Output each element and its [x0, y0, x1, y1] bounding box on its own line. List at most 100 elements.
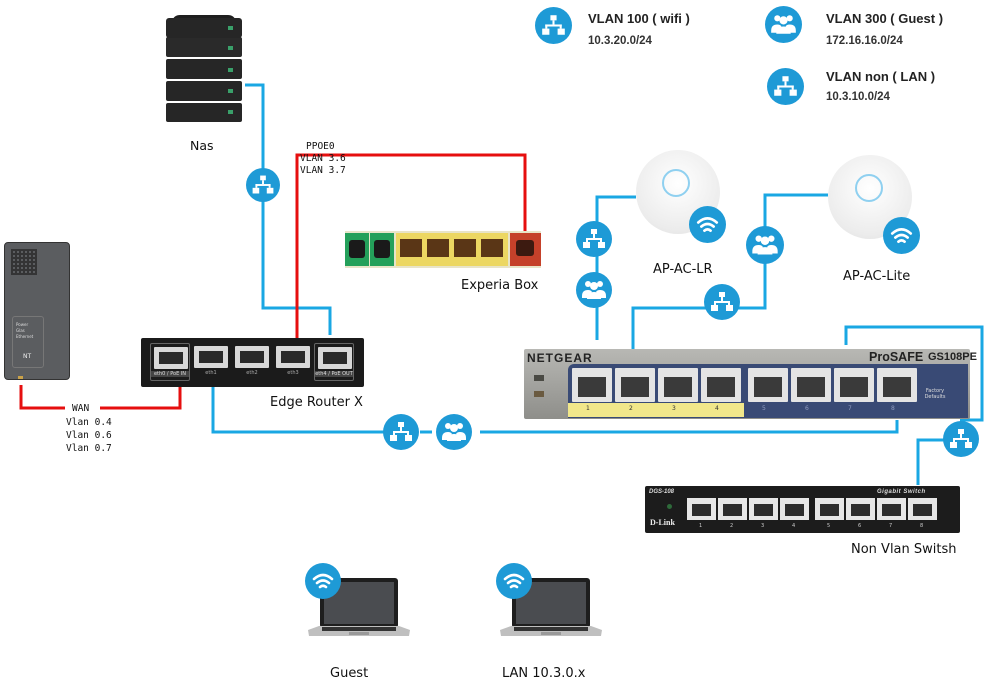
- network-icon: [576, 221, 612, 257]
- led-power: Power: [16, 322, 29, 327]
- legend-vlannon-title: VLAN non ( LAN ): [826, 69, 936, 84]
- network-icon: [383, 414, 419, 450]
- wifi-icon: [305, 563, 341, 599]
- port-number: 7: [848, 405, 852, 412]
- nt-led-panel: Power Glas Ethernet NT: [12, 316, 44, 368]
- ap-ac-lr-label: AP-AC-LR: [653, 262, 713, 277]
- port-label: eth3: [287, 370, 299, 376]
- wifi-icon: [883, 217, 920, 254]
- legend-vlan100-title: VLAN 100 ( wifi ): [588, 11, 690, 26]
- wan-port: [510, 233, 541, 266]
- ap-led-ring: [662, 169, 690, 197]
- ethernet-port[interactable]: eth0 / PoE IN: [150, 343, 190, 381]
- edge-router-x[interactable]: eth0 / PoE IN eth1 eth2 eth3 eth4 / PoE OUT: [141, 338, 364, 387]
- nas-device[interactable]: [166, 15, 242, 122]
- poe-zone: [568, 403, 744, 417]
- network-icon: [246, 168, 280, 202]
- dlink-tag: Gigabit Switch: [877, 489, 926, 495]
- network-icon: [704, 284, 740, 320]
- port-opening: [754, 377, 782, 397]
- port-opening: [882, 504, 901, 516]
- network-icon: [767, 68, 804, 105]
- port-opening: [851, 504, 870, 516]
- dlink-brand: D-Link: [650, 518, 675, 527]
- nt-label: NT: [23, 353, 32, 360]
- lan-ports: [396, 233, 508, 266]
- port-number: 6: [805, 405, 809, 412]
- wire-wan-right: [100, 385, 182, 410]
- port-number: 2: [629, 405, 633, 412]
- port-opening: [707, 377, 735, 397]
- experia-box[interactable]: [345, 231, 541, 268]
- nas-label: Nas: [190, 138, 214, 153]
- wire-router-netgear: [211, 380, 385, 434]
- port-opening: [199, 351, 223, 363]
- port-number: 2: [730, 523, 734, 529]
- wire-nas-router: [245, 83, 332, 335]
- legend-vlan300-subnet: 172.16.16.0/24: [826, 35, 903, 47]
- ethernet-port[interactable]: eth2: [235, 346, 269, 378]
- nt-modem[interactable]: Power Glas Ethernet NT: [4, 242, 70, 380]
- port-opening: [281, 351, 305, 363]
- port-opening: [240, 351, 264, 363]
- port-label: eth4 / PoE OUT: [315, 371, 353, 377]
- edge-router-label: Edge Router X: [270, 395, 363, 410]
- led-ethernet: Ethernet: [16, 334, 34, 339]
- wifi-icon: [689, 206, 726, 243]
- port-opening: [754, 504, 773, 516]
- port-opening: [578, 377, 606, 397]
- experia-box-label: Experia Box: [461, 278, 539, 293]
- ethernet-port[interactable]: eth1: [194, 346, 228, 378]
- wire-aplite-netgear: [631, 193, 828, 365]
- port-number: 7: [889, 523, 893, 529]
- users-icon: [576, 272, 612, 308]
- port-opening: [797, 377, 825, 397]
- laptop-lan-label: LAN 10.3.0.x: [502, 666, 586, 681]
- ap-ac-lite-label: AP-AC-Lite: [843, 269, 911, 284]
- network-icon: [943, 421, 979, 457]
- legend-vlan300-title: VLAN 300 ( Guest ): [826, 11, 944, 26]
- ethernet-port[interactable]: eth3: [276, 346, 310, 378]
- laptop-guest-label: Guest: [330, 666, 369, 681]
- wire-aplr-netgear: [595, 195, 636, 340]
- port-opening: [664, 377, 692, 397]
- dlink-label: Non Vlan Switsh: [851, 542, 957, 557]
- port-opening: [785, 504, 804, 516]
- netgear-series: ProSAFE: [869, 350, 924, 364]
- port-number: 1: [699, 523, 703, 529]
- factory-defaults-button[interactable]: Factory Defaults: [924, 388, 946, 400]
- port-number: 8: [920, 523, 924, 529]
- phone-port: [345, 233, 369, 266]
- phone-port: [370, 233, 394, 266]
- ap-led-ring: [855, 174, 883, 202]
- port-number: 3: [672, 405, 676, 412]
- port-opening: [159, 352, 183, 364]
- port-opening: [323, 352, 347, 364]
- nt-port: [18, 376, 23, 379]
- server-stack-icon: [166, 15, 242, 122]
- port-label: eth1: [205, 370, 217, 376]
- pppoe-vlan: VLAN 3.7: [300, 165, 346, 176]
- port-opening: [913, 504, 932, 516]
- led-glas: Glas: [16, 328, 25, 333]
- port-opening: [692, 504, 711, 516]
- port-number: 8: [891, 405, 895, 412]
- port-number: 4: [792, 523, 796, 529]
- network-icon: [535, 7, 572, 44]
- wifi-icon: [496, 563, 532, 599]
- port-number: 4: [715, 405, 719, 412]
- pppoe-title: PPOE0: [306, 141, 335, 152]
- wire-wan: [19, 385, 65, 410]
- port-number: 3: [761, 523, 765, 529]
- dlink-model: DGS-108: [649, 489, 675, 495]
- legend-vlan100-subnet: 10.3.20.0/24: [588, 35, 652, 47]
- users-icon: [765, 6, 802, 43]
- ethernet-port[interactable]: eth4 / PoE OUT: [314, 343, 354, 381]
- port-number: 6: [858, 523, 862, 529]
- port-opening: [840, 377, 868, 397]
- wan-title: WAN: [72, 403, 90, 414]
